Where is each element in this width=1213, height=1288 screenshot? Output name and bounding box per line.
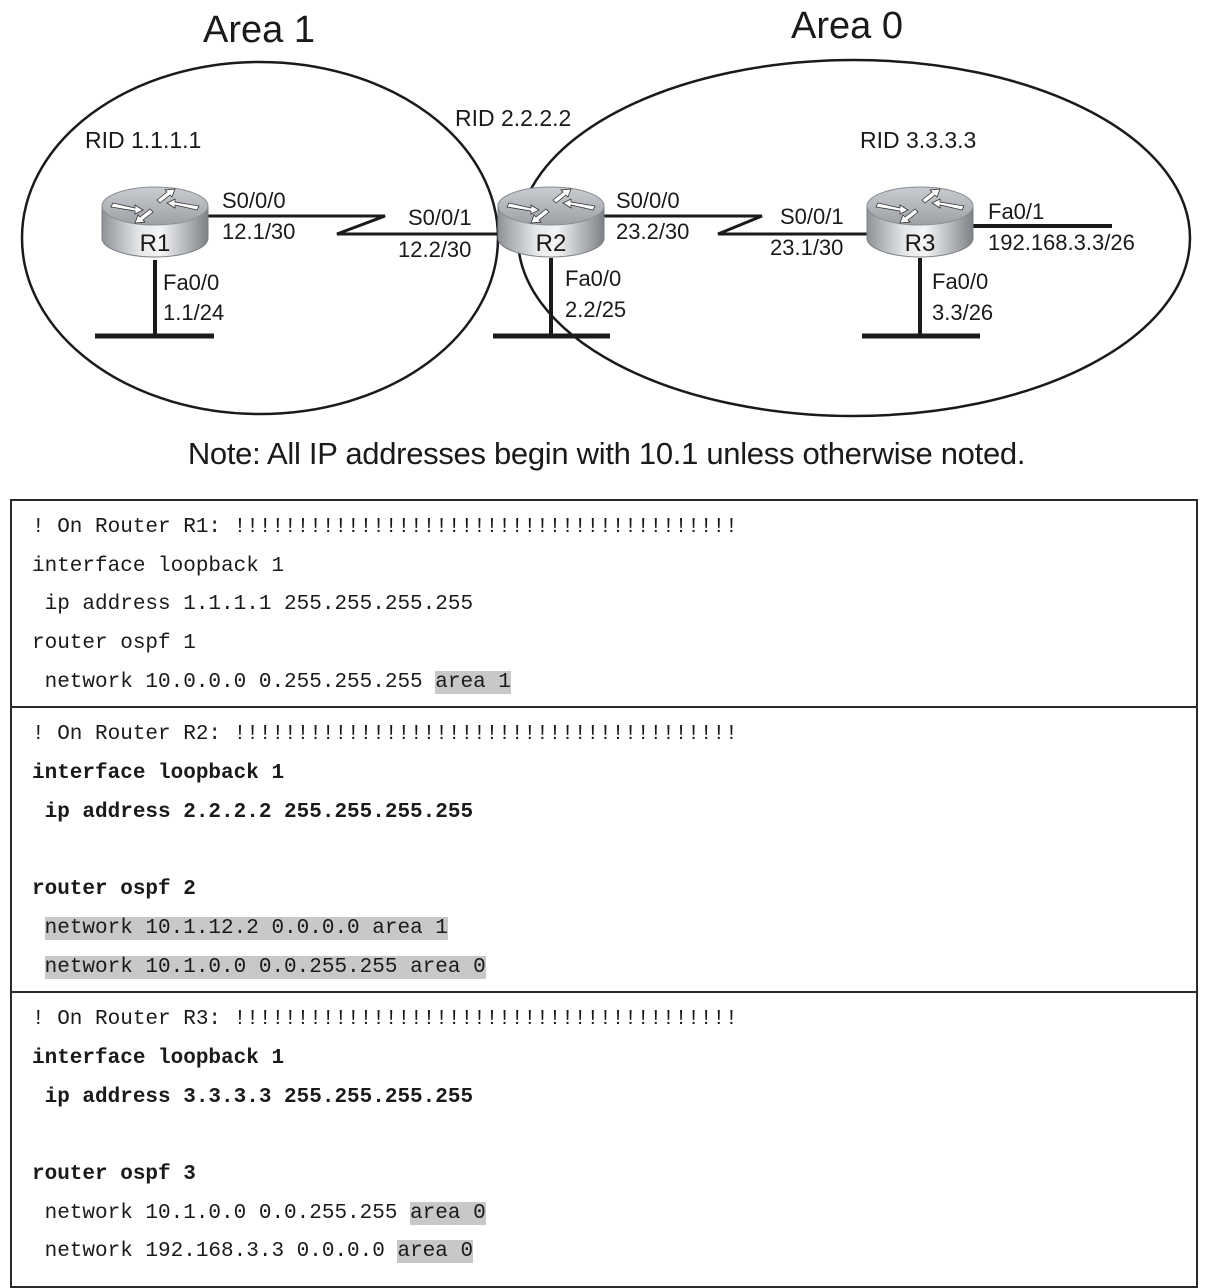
- area-0-label: Area 0: [791, 5, 903, 47]
- r2-s001-addr: 12.2/30: [398, 237, 471, 262]
- router-r2-label: R2: [536, 230, 567, 257]
- config-line-text: interface loopback 1: [32, 554, 285, 578]
- area-1-label: Area 1: [203, 9, 315, 51]
- config-line-highlight: area 0: [410, 1201, 486, 1225]
- config-line-highlight: network 10.1.12.2 0.0.0.0 area 1: [44, 916, 448, 940]
- config-line-text: interface loopback 1: [32, 1046, 285, 1070]
- config-line: ! On Router R2: !!!!!!!!!!!!!!!!!!!!!!!!…: [32, 716, 1196, 755]
- router-r3-label: R3: [905, 230, 936, 257]
- r1-s000-name: S0/0/0: [222, 188, 286, 213]
- config-line-highlight: network 10.1.0.0 0.0.255.255 area 0: [44, 955, 486, 979]
- r3-rid: RID 3.3.3.3: [860, 127, 976, 153]
- config-line: interface loopback 1: [32, 1040, 1196, 1079]
- config-line-text: router ospf 1: [32, 632, 196, 656]
- config-line: network 192.168.3.3 0.0.0.0 area 0: [32, 1233, 1196, 1272]
- config-line-text: network 10.1.0.0 0.0.255.255: [32, 1201, 411, 1225]
- config-line-text: ip address 2.2.2.2 255.255.255.255: [32, 800, 474, 824]
- r1-rid: RID 1.1.1.1: [85, 127, 201, 153]
- r2-s000-name: S0/0/0: [616, 188, 680, 213]
- r3-fa00-addr: 3.3/26: [932, 300, 993, 325]
- config-section-r3: ! On Router R3: !!!!!!!!!!!!!!!!!!!!!!!!…: [12, 993, 1196, 1286]
- serial-link-r1-r2: [202, 214, 500, 236]
- config-line: router ospf 2: [32, 871, 1196, 910]
- r3-s001-addr: 23.1/30: [770, 235, 843, 260]
- config-line-text: network 192.168.3.3 0.0.0.0: [32, 1240, 398, 1264]
- router-r3: R3: [866, 186, 974, 258]
- router-config-listing: ! On Router R1: !!!!!!!!!!!!!!!!!!!!!!!!…: [10, 499, 1198, 1288]
- router-r1: R1: [101, 186, 209, 258]
- config-line: network 10.0.0.0 0.255.255.255 area 1: [32, 664, 1196, 703]
- addressing-note: Note: All IP addresses begin with 10.1 u…: [187, 436, 1026, 471]
- config-line: ! On Router R1: !!!!!!!!!!!!!!!!!!!!!!!!…: [32, 509, 1196, 548]
- r3-fa01-name: Fa0/1: [988, 199, 1044, 224]
- config-line-text: [32, 956, 45, 979]
- config-line-text: ! On Router R1: !!!!!!!!!!!!!!!!!!!!!!!!…: [32, 516, 738, 539]
- r2-rid: RID 2.2.2.2: [455, 105, 571, 131]
- config-line: ip address 2.2.2.2 255.255.255.255: [32, 794, 1196, 833]
- router-r1-label: R1: [140, 230, 171, 257]
- config-line-text: ip address 3.3.3.3 255.255.255.255: [32, 1085, 474, 1109]
- r2-fa00-name: Fa0/0: [565, 266, 621, 291]
- r2-s000-addr: 23.2/30: [616, 219, 689, 244]
- serial-link-r2-r3: [600, 214, 870, 236]
- config-line-text: router ospf 2: [32, 878, 196, 902]
- config-line: [32, 833, 1196, 872]
- r1-fa00-name: Fa0/0: [163, 270, 219, 295]
- config-line-text: network 10.0.0.0 0.255.255.255: [32, 670, 436, 694]
- config-line-text: ! On Router R3: !!!!!!!!!!!!!!!!!!!!!!!!…: [32, 1008, 738, 1032]
- r1-s000-addr: 12.1/30: [222, 219, 295, 244]
- config-line: network 10.1.0.0 0.0.255.255 area 0: [32, 949, 1196, 988]
- config-line: network 10.1.0.0 0.0.255.255 area 0: [32, 1195, 1196, 1234]
- config-line-text: ! On Router R2: !!!!!!!!!!!!!!!!!!!!!!!!…: [32, 723, 738, 747]
- config-line-highlight: area 0: [397, 1240, 474, 1264]
- config-line: interface loopback 1: [32, 755, 1196, 794]
- config-line: ! On Router R3: !!!!!!!!!!!!!!!!!!!!!!!!…: [32, 1001, 1196, 1040]
- config-line-highlight: area 1: [435, 670, 511, 694]
- config-line: network 10.1.12.2 0.0.0.0 area 1: [32, 910, 1196, 949]
- config-line-text: [32, 917, 45, 940]
- config-line: interface loopback 1: [32, 548, 1196, 587]
- r1-fa00-addr: 1.1/24: [163, 300, 224, 325]
- config-line: ip address 3.3.3.3 255.255.255.255: [32, 1079, 1196, 1118]
- config-line: router ospf 1: [32, 625, 1196, 664]
- config-line: router ospf 3: [32, 1156, 1196, 1195]
- config-line: ip address 1.1.1.1 255.255.255.255: [32, 586, 1196, 625]
- config-line: [32, 1117, 1196, 1156]
- router-r2: R2: [497, 186, 605, 258]
- r3-fa01-addr: 192.168.3.3/26: [988, 230, 1135, 255]
- r3-s001-name: S0/0/1: [780, 204, 844, 229]
- ospf-topology-diagram: Area 1 Area 0 R1 R2 R3 RID 1.1.1.1 RID 2…: [20, 5, 1192, 418]
- config-section-r1: ! On Router R1: !!!!!!!!!!!!!!!!!!!!!!!!…: [12, 501, 1196, 709]
- r3-fa00-name: Fa0/0: [932, 269, 988, 294]
- r2-s001-name: S0/0/1: [408, 205, 472, 230]
- r2-fa00-addr: 2.2/25: [565, 297, 626, 322]
- config-line-text: ip address 1.1.1.1 255.255.255.255: [32, 593, 474, 617]
- config-line-text: interface loopback 1: [32, 762, 285, 786]
- config-line-text: router ospf 3: [32, 1163, 196, 1186]
- config-section-r2: ! On Router R2: !!!!!!!!!!!!!!!!!!!!!!!!…: [12, 708, 1196, 994]
